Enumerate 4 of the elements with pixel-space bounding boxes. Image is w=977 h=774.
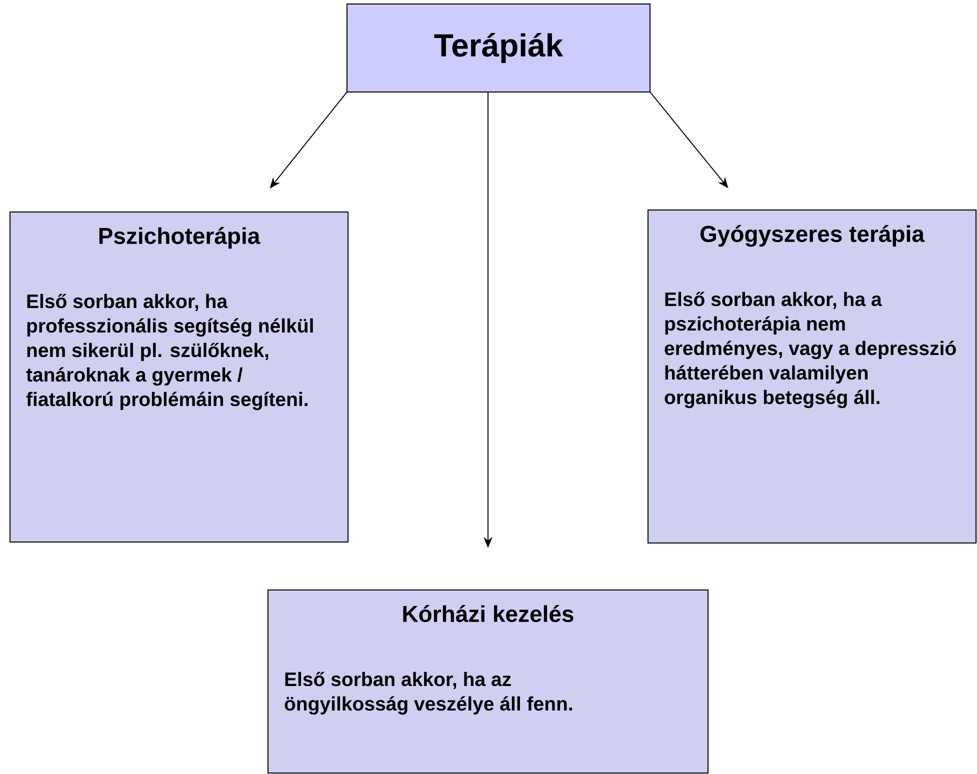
- text-box: Kórházi kezelés Első sorban akkor, ha az öngyilkosság veszélye áll fenn.: [268, 590, 708, 774]
- text-box: Pszichoterápia Első sorban akkor, ha professzionális segítség nélkül nem sikerül pl. szülőknek, tanároknak a gyermek / fiatalkorú problémáin segíteni.: [10, 212, 348, 542]
- text-box: Terápiák: [346, 4, 650, 92]
- text-box: Gyógyszeres terápia Első sorban akkor, ha a pszichoterápia nem eredményes, vagy a depresszió hátterében valamilyen organikus betegség áll.: [648, 210, 977, 544]
